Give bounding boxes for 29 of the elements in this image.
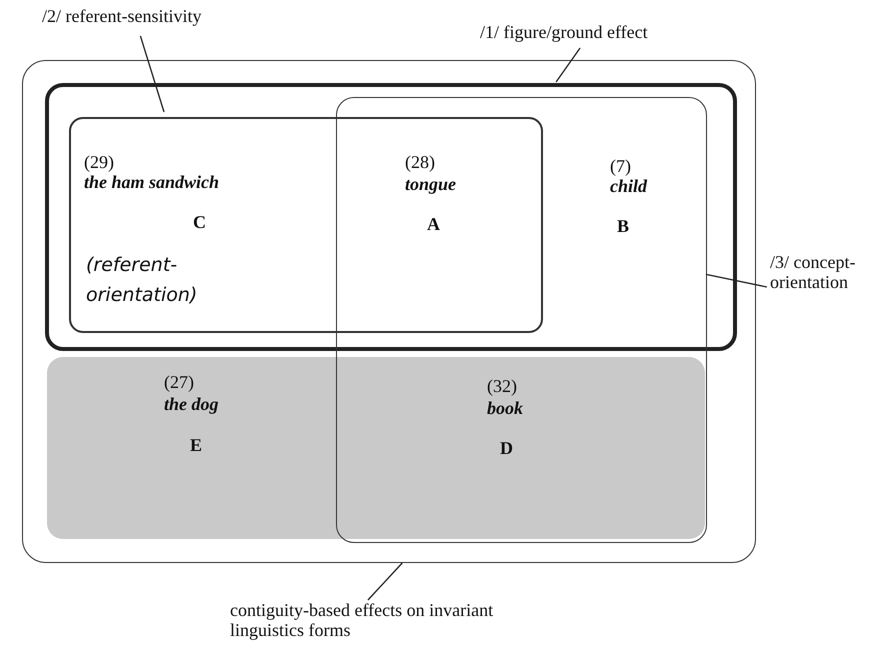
leader-line bbox=[556, 48, 581, 82]
handwritten-note: (referent- orientation) bbox=[86, 253, 198, 308]
leader-line bbox=[367, 562, 403, 600]
annotation-text: /1/ figure/ground effect bbox=[480, 22, 720, 48]
annotation-text: /2/ referent-sensitivity bbox=[42, 6, 282, 32]
annotation-text: contiguity-based effects on invariant linguistics forms bbox=[230, 600, 560, 644]
region-letter: A bbox=[427, 214, 440, 234]
example-word: the dog bbox=[164, 394, 219, 414]
example-word: child bbox=[610, 176, 648, 196]
shaded-region bbox=[47, 357, 705, 539]
example-number: (27) bbox=[164, 372, 194, 392]
example-word: tongue bbox=[405, 174, 456, 194]
example-number: (29) bbox=[84, 152, 114, 172]
example-word: book bbox=[487, 398, 523, 418]
example-number: (32) bbox=[487, 376, 517, 396]
concept-region bbox=[336, 97, 707, 543]
example-word: the ham sandwich bbox=[84, 172, 220, 192]
figure-ground-region bbox=[45, 83, 737, 351]
region-letter: D bbox=[500, 438, 513, 458]
outer-region bbox=[22, 60, 756, 563]
annotation-text: /3/ concept- orientation bbox=[770, 252, 875, 322]
leader-line bbox=[140, 36, 165, 112]
example-number: (7) bbox=[610, 156, 631, 176]
leader-line bbox=[706, 274, 767, 288]
referent-region bbox=[69, 117, 543, 333]
region-letter: C bbox=[193, 212, 206, 232]
region-letter: E bbox=[190, 435, 202, 455]
example-number: (28) bbox=[405, 152, 435, 172]
region-letter: B bbox=[617, 216, 630, 236]
